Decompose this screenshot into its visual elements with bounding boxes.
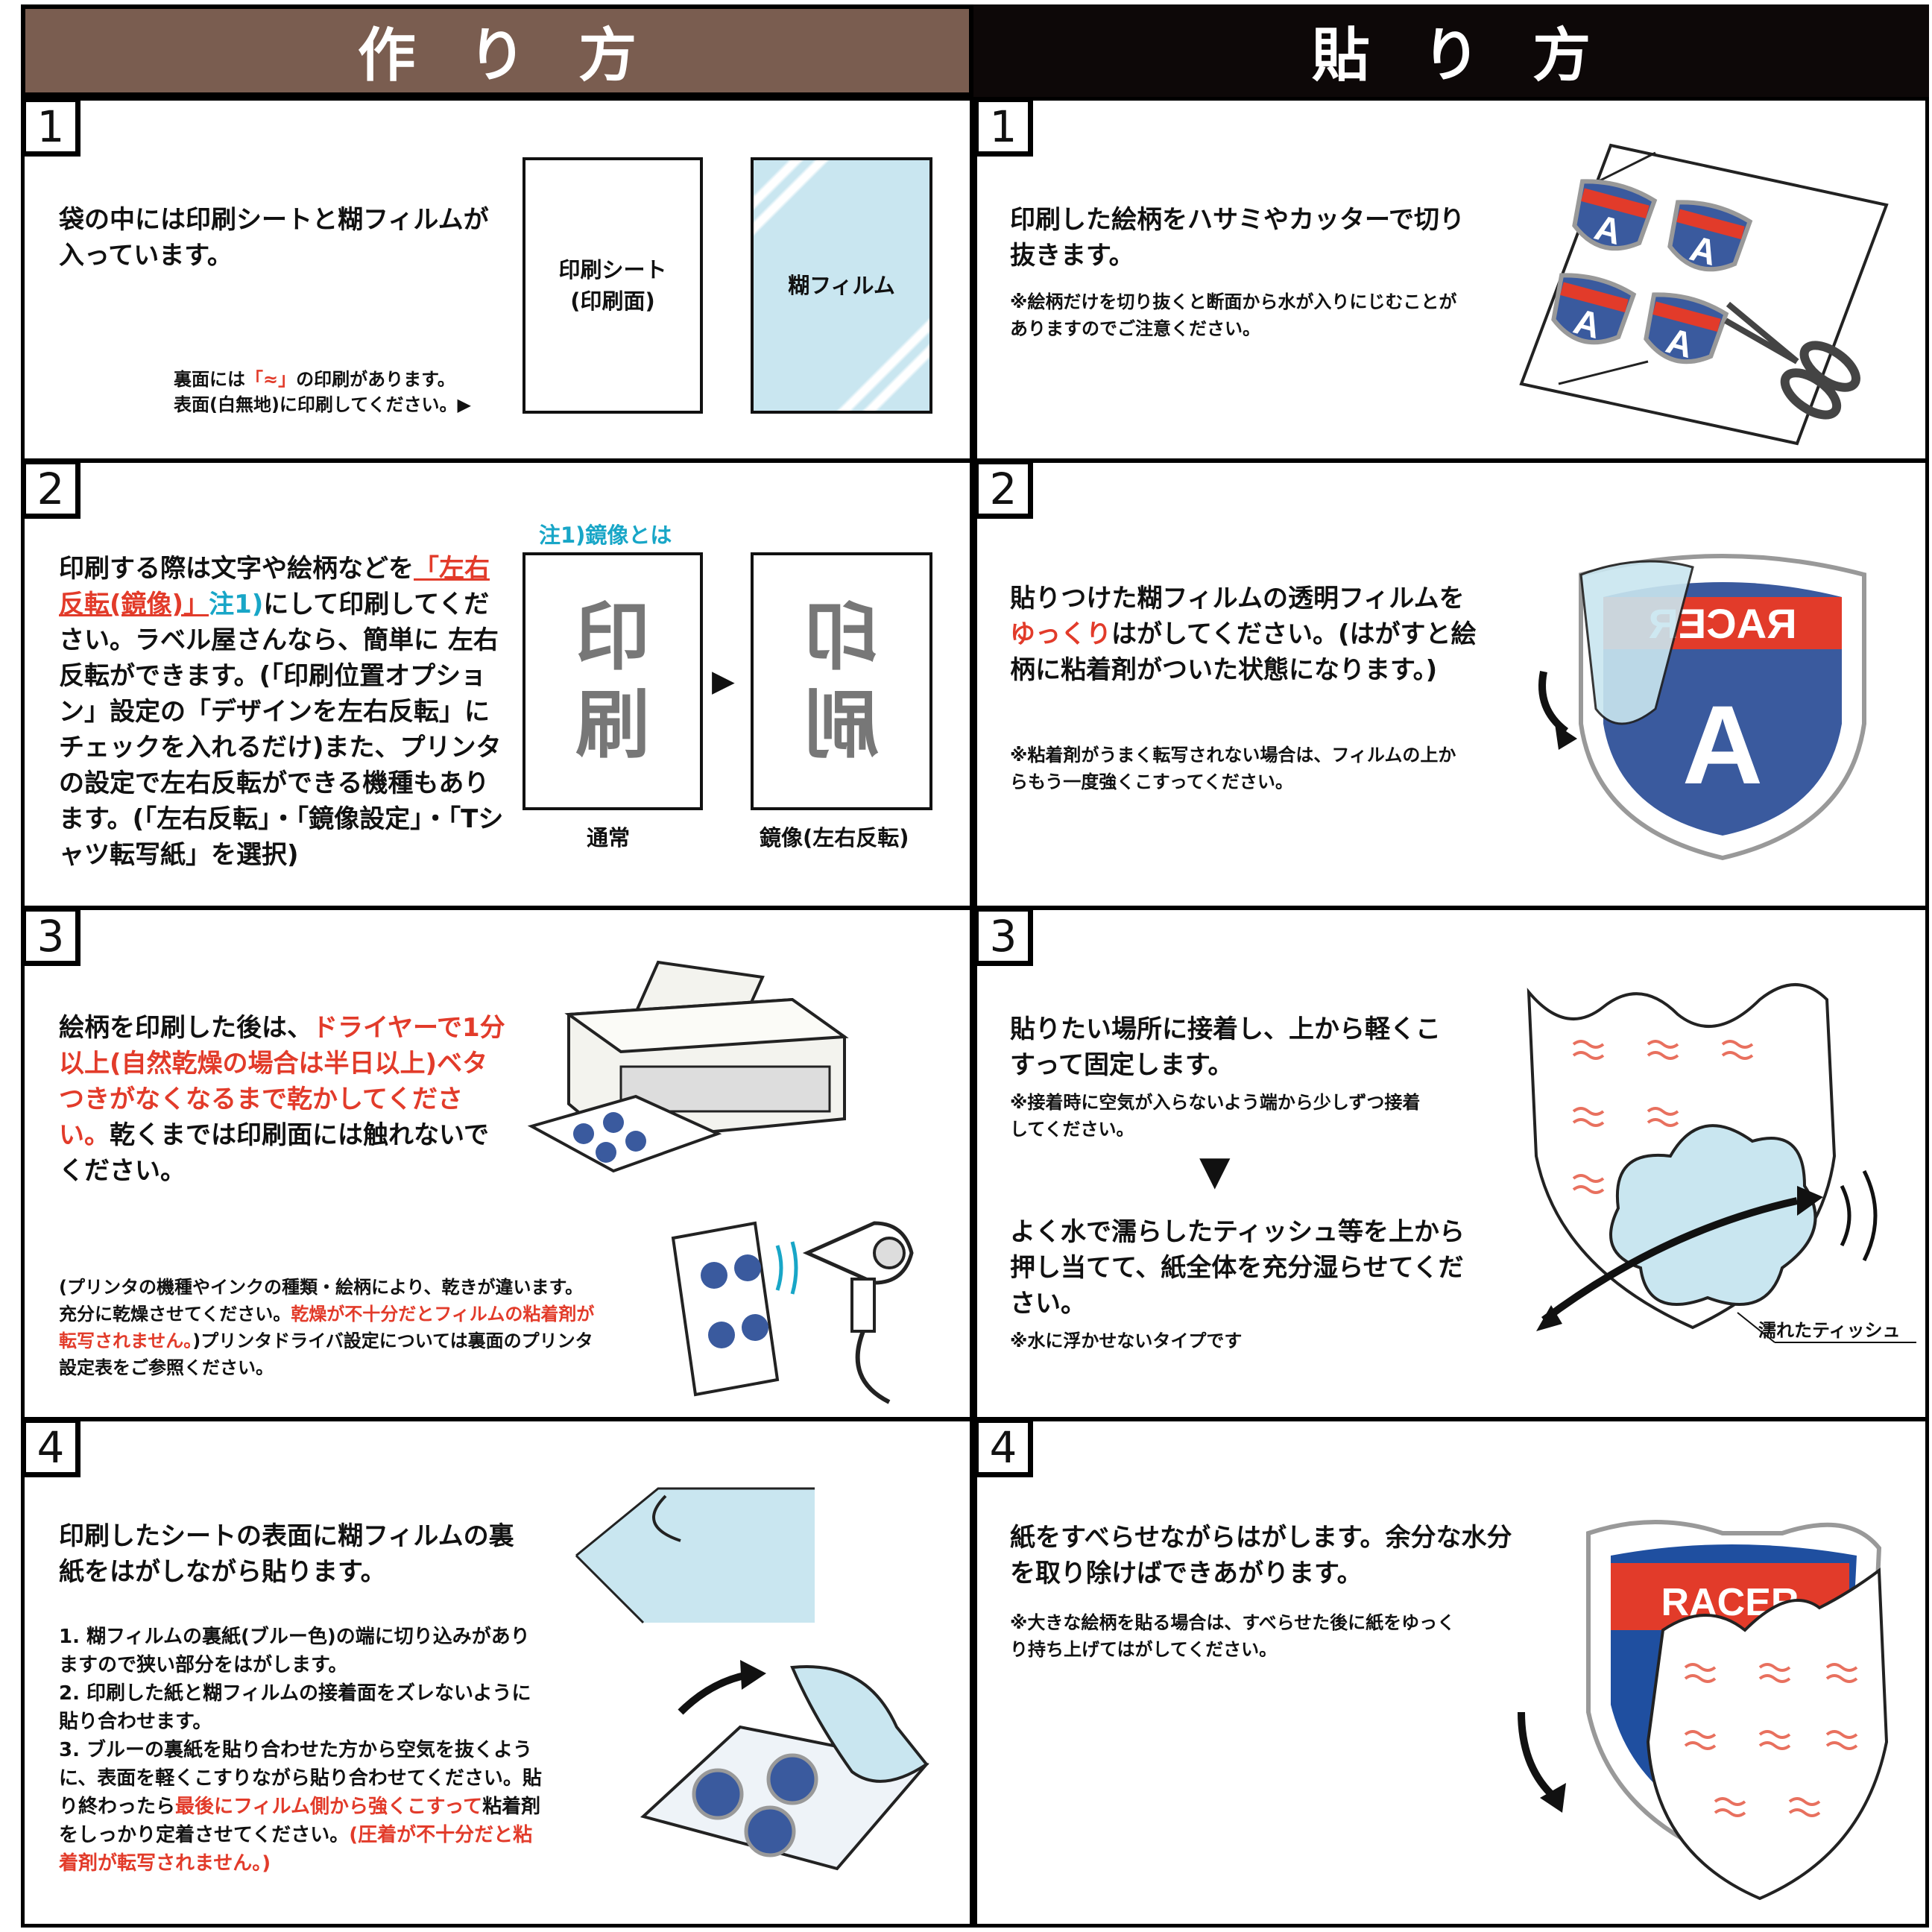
step-number: 4 [977, 1421, 1033, 1477]
make-step-4: 4 印刷したシートの表面に糊フィルムの裏紙をはがしながら貼ります。 1. 糊フィ… [21, 1418, 973, 1928]
step-number: 2 [25, 463, 80, 519]
badge-group: A A A A [1551, 179, 1753, 366]
step-text: 印刷した絵柄をハサミやカッターで切り抜きます。 [1010, 205, 1465, 271]
step-text-1: 貼りたい場所に接着し、上から軽くこすって固定します。 [1010, 1014, 1441, 1080]
step-text: 印刷したシートの表面に糊フィルムの裏紙をはがしながら貼ります。 [59, 1521, 514, 1587]
step-text: 袋の中には印刷シートと糊フィルムが入っています。 [59, 205, 489, 271]
instruction-sheet: 作り方 貼り方 1 袋の中には印刷シートと糊フィルムが入っています。 裏面には「… [21, 4, 1929, 1928]
mirror-title: 注1)鏡像とは [539, 523, 672, 548]
header-apply: 貼り方 [973, 4, 1929, 97]
peel-paper-illustration: RACER [1518, 1520, 1889, 1901]
step-number: 4 [25, 1421, 80, 1477]
apply-step-4: 4 紙をすべらせながらはがします。余分な水分を取り除けばできあがります。 ※大き… [973, 1418, 1929, 1928]
print-sheet: 印刷シート(印刷面) [523, 157, 703, 414]
header-make: 作り方 [21, 4, 973, 97]
apply-film-illustration [575, 1487, 929, 1871]
tissue-label: 濡れたティッシュ [1758, 1320, 1901, 1341]
printer-icon [527, 960, 849, 1173]
step-number: 1 [977, 101, 1033, 157]
step-note: (プリンタの機種やインクの種類・絵柄により、乾きが違います。充分に乾燥させてくだ… [59, 1277, 595, 1378]
list-item-1: 1. 糊フィルムの裏紙(ブルー色)の端に切り込みがありますので狭い部分をはがしま… [59, 1626, 530, 1676]
svg-text:A: A [1682, 682, 1763, 807]
arrow-right-icon: ▶ [712, 664, 735, 698]
apply-step-3: 3 貼りたい場所に接着し、上から軽くこすって固定します。 ※接着時に空気が入らな… [973, 906, 1929, 1421]
apply-step-2: 2 貼りつけた糊フィルムの透明フィルムをゆっくりはがしてください。(はがすと絵柄… [973, 459, 1929, 909]
normal-label: 通常 [587, 825, 631, 850]
make-step-3: 3 絵柄を印刷した後は、ドライヤーで1分以上(自然乾燥の場合は半日以上)ベタつき… [21, 906, 973, 1421]
hair-dryer-illustration [671, 1221, 914, 1404]
step-number: 3 [977, 910, 1033, 966]
cut-out-illustration: A A A A [1519, 143, 1889, 446]
adhesive-film: 糊フィルム [751, 157, 932, 414]
step-note: ※粘着剤がうまく転写されない場合は、フィルムの上からもう一度強くこすってください… [1010, 745, 1456, 792]
step-text: 絵柄を印刷した後は、ドライヤーで1分以上(自然乾燥の場合は半日以上)ベタつきがな… [59, 1013, 505, 1186]
step-note-2: ※水に浮かせないタイプです [1010, 1330, 1243, 1351]
step-note: ※絵柄だけを切り抜くと断面から水が入りにじむことがありますのでご注意ください。 [1010, 291, 1457, 339]
wet-tissue-illustration [1527, 983, 1916, 1343]
note-print-front: 表面(白無地)に印刷してください。▶ [174, 394, 471, 415]
make-step-1: 1 袋の中には印刷シートと糊フィルムが入っています。 裏面には「≈」の印刷があり… [21, 97, 973, 462]
step-text: 印刷する際は文字や絵柄などを「左右反転(鏡像)」注1)にして印刷してください。ラ… [59, 554, 504, 870]
step-text-2: よく水で濡らしたティッシュ等を上から押し当てて、紙全体を充分湿らせてください。 [1010, 1217, 1465, 1319]
step-number: 2 [977, 463, 1033, 519]
step-number: 3 [25, 910, 80, 966]
mirror-label: 鏡像(左右反転) [760, 825, 909, 850]
apply-step-1: 1 印刷した絵柄をハサミやカッターで切り抜きます。 ※絵柄だけを切り抜くと断面か… [973, 97, 1929, 462]
list-item-2: 2. 印刷した紙と糊フィルムの接着面をズレないように貼り合わせます。 [59, 1682, 531, 1733]
normal-print-box: 印刷 [523, 552, 703, 810]
make-step-2: 2 印刷する際は文字や絵柄などを「左右反転(鏡像)」注1)にして印刷してください… [21, 459, 973, 909]
step-text: 貼りつけた糊フィルムの透明フィルムをゆっくりはがしてください。(はがすと絵柄に粘… [1010, 584, 1477, 685]
step-note: ※大きな絵柄を貼る場合は、すべらせた後に紙をゆっくり持ち上げてはがしてください。 [1010, 1612, 1456, 1660]
mirror-print-box: 印刷 [751, 552, 932, 810]
peel-film-illustration: RACER A [1538, 554, 1866, 861]
scissors-icon [1724, 301, 1860, 420]
step-text: 紙をすべらせながらはがします。余分な水分を取り除けばできあがります。 [1010, 1523, 1512, 1588]
step-number: 1 [25, 101, 80, 157]
list-item-3: 3. ブルーの裏紙を貼り合わせた方から空気を抜くように、表面を軽くこすりながら貼… [59, 1739, 542, 1875]
note-back-mark: 裏面には「≈」の印刷があります。 [174, 369, 455, 390]
arrow-down-icon: ▼ [1199, 1147, 1231, 1194]
step-note-1: ※接着時に空気が入らないよう端から少しずつ接着してください。 [1010, 1092, 1421, 1140]
